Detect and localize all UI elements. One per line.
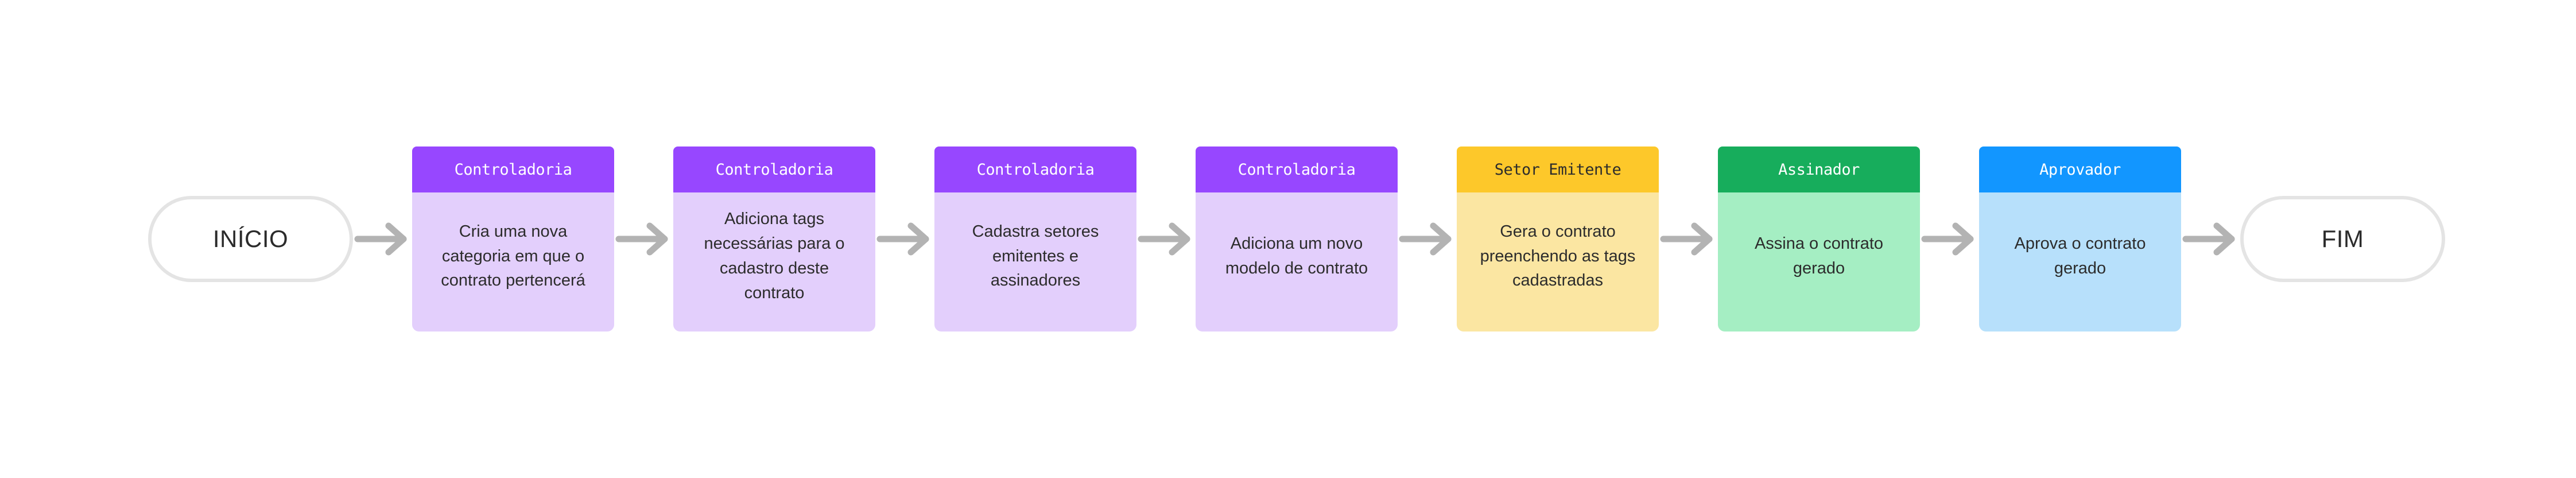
step-description-text: Assina o contrato gerado	[1754, 234, 1884, 277]
step-role-label: Aprovador	[2039, 160, 2121, 179]
terminal-end-label: FIM	[2321, 225, 2364, 252]
terminal-start: INÍCIO	[148, 196, 353, 282]
arrow-right-icon	[1398, 221, 1457, 257]
step-description-text: Adiciona tags necessárias para o cadastr…	[704, 210, 845, 302]
step-role-header: Assinador	[1718, 147, 1920, 192]
arrow-right-icon	[1920, 221, 1979, 257]
step-description-text: Gera o contrato preenchendo as tags cada…	[1480, 222, 1636, 290]
step-description-text: Aprova o contrato gerado	[2014, 234, 2146, 277]
step-description-body: Cria uma nova categoria em que o contrat…	[412, 192, 614, 331]
step-role-label: Controladoria	[976, 160, 1095, 179]
step-description-body: Adiciona tags necessárias para o cadastr…	[673, 192, 875, 331]
step-role-header: Controladoria	[673, 147, 875, 192]
arrow-right-icon	[875, 221, 934, 257]
step-description-body: Adiciona um novo modelo de contrato	[1196, 192, 1398, 331]
arrow-right-icon	[353, 221, 412, 257]
step-description-body: Assina o contrato gerado	[1718, 192, 1920, 331]
step-description-text: Adiciona um novo modelo de contrato	[1225, 234, 1368, 277]
arrow-right-icon	[1136, 221, 1196, 257]
step-role-header: Aprovador	[1979, 147, 2181, 192]
step-role-label: Assinador	[1778, 160, 1860, 179]
step-role-header: Setor Emitente	[1457, 147, 1659, 192]
step-role-label: Controladoria	[454, 160, 572, 179]
step-description-text: Cadastra setores emitentes e assinadores	[972, 222, 1099, 290]
step-role-header: Controladoria	[934, 147, 1136, 192]
step-description-body: Aprova o contrato gerado	[1979, 192, 2181, 331]
terminal-start-label: INÍCIO	[212, 225, 289, 252]
step-role-label: Controladoria	[715, 160, 833, 179]
terminal-end: FIM	[2240, 196, 2445, 282]
step-description-text: Cria uma nova categoria em que o contrat…	[441, 222, 585, 290]
step-role-header: Controladoria	[412, 147, 614, 192]
step-description-body: Gera o contrato preenchendo as tags cada…	[1457, 192, 1659, 331]
arrow-right-icon	[2181, 221, 2240, 257]
step-role-header: Controladoria	[1196, 147, 1398, 192]
step-role-label: Setor Emitente	[1494, 160, 1621, 179]
step-description-body: Cadastra setores emitentes e assinadores	[934, 192, 1136, 331]
arrow-right-icon	[614, 221, 673, 257]
arrow-right-icon	[1659, 221, 1718, 257]
step-role-label: Controladoria	[1237, 160, 1356, 179]
